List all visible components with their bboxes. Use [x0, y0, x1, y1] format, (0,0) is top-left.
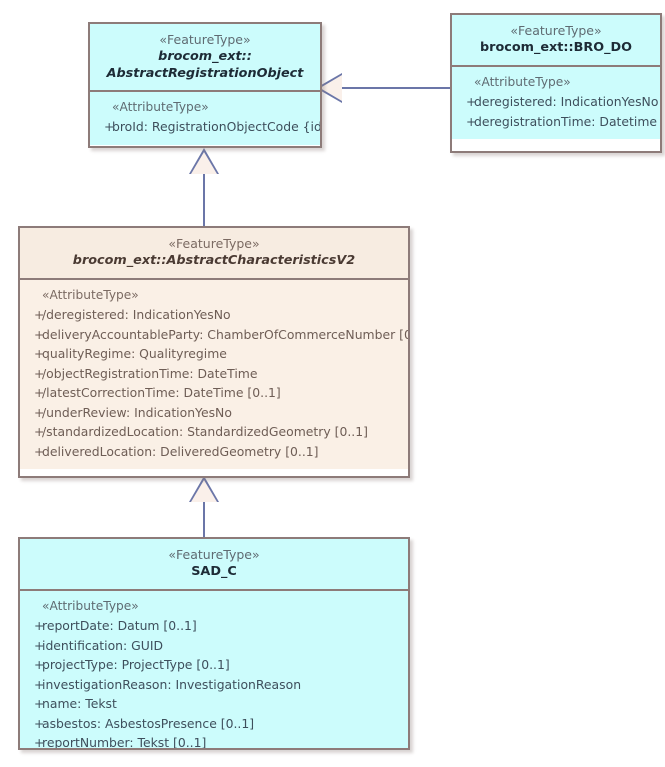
- attribute-row[interactable]: + /latestCorrectionTime: DateTime [0..1]: [20, 383, 408, 403]
- attribute-visibility: +: [34, 618, 45, 633]
- attribute-row[interactable]: + name: Tekst: [20, 694, 408, 714]
- attribute-signature: /underReview: IndicationYesNo: [42, 404, 232, 420]
- attribute-signature: identification: GUID: [42, 637, 164, 653]
- uml-class-sad-c[interactable]: «FeatureType» SAD_C «AttributeType» + re…: [18, 537, 410, 750]
- attribute-visibility: +: [466, 94, 477, 109]
- attribute-signature: qualityRegime: Qualityregime: [42, 346, 227, 361]
- attribute-visibility: +: [104, 119, 115, 134]
- attribute-visibility: +: [34, 385, 45, 400]
- class-name-line2: AbstractRegistrationObject: [106, 66, 304, 81]
- attribute-row[interactable]: + deregistrationTime: Datetime: [452, 112, 660, 132]
- attribute-signature: /latestCorrectionTime: DateTime [0..1]: [42, 385, 281, 400]
- attribute-visibility: +: [34, 404, 45, 420]
- attribute-visibility: +: [466, 113, 477, 129]
- attribute-signature: deliveryAccountableParty: ChamberOfComme…: [42, 326, 410, 342]
- attribute-visibility: +: [34, 443, 45, 459]
- attribute-row[interactable]: + deliveryAccountableParty: ChamberOfCom…: [20, 325, 408, 345]
- class-name-line1: brocom_ext::AbstractCharacteristicsV2: [72, 253, 356, 268]
- class-header-abstract-characteristics-v2: «FeatureType» brocom_ext::AbstractCharac…: [20, 228, 408, 280]
- attribute-signature: asbestos: AsbestosPresence [0..1]: [42, 715, 255, 731]
- class-header-abstract-registration-object: «FeatureType» brocom_ext:: AbstractRegis…: [90, 24, 320, 92]
- class-stereotype: «FeatureType»: [168, 236, 260, 251]
- attribute-visibility: +: [34, 657, 45, 672]
- attribute-signature: /standardizedLocation: StandardizedGeome…: [42, 424, 368, 439]
- attribute-visibility: +: [34, 365, 45, 381]
- attribute-visibility: +: [34, 307, 45, 322]
- attribute-compartment-stereotype: «AttributeType»: [112, 100, 209, 114]
- attribute-row[interactable]: + projectType: ProjectType [0..1]: [20, 655, 408, 675]
- class-name-line1: brocom_ext::BRO_DO: [479, 40, 633, 55]
- attribute-signature: deregistered: IndicationYesNo: [474, 94, 659, 109]
- generalization-arrowhead-acv2-to-aro: [189, 148, 219, 174]
- attribute-signature: projectType: ProjectType [0..1]: [42, 657, 230, 672]
- class-attributes-sad-c: «AttributeType» + reportDate: Datum [0..…: [20, 591, 408, 750]
- attribute-visibility: +: [34, 637, 45, 653]
- generalization-line-sadc-to-acv2[interactable]: [203, 478, 205, 540]
- attribute-row[interactable]: + /underReview: IndicationYesNo: [20, 403, 408, 423]
- class-header-sad-c: «FeatureType» SAD_C: [20, 539, 408, 591]
- attribute-signature: reportNumber: Tekst [0..1]: [42, 735, 207, 750]
- attribute-row[interactable]: + investigationReason: InvestigationReas…: [20, 675, 408, 695]
- class-header-bro-do: «FeatureType» brocom_ext::BRO_DO: [452, 15, 660, 67]
- uml-class-bro-do[interactable]: «FeatureType» brocom_ext::BRO_DO «Attrib…: [450, 13, 662, 153]
- attribute-compartment-stereotype: «AttributeType»: [42, 599, 139, 613]
- class-stereotype: «FeatureType»: [168, 547, 260, 562]
- class-name-line1: brocom_ext::: [158, 49, 252, 64]
- attribute-row[interactable]: + identification: GUID: [20, 636, 408, 656]
- uml-class-abstract-registration-object[interactable]: «FeatureType» brocom_ext:: AbstractRegis…: [88, 22, 322, 148]
- attribute-visibility: +: [34, 346, 45, 361]
- attribute-signature: deregistrationTime: Datetime: [474, 113, 658, 129]
- attribute-signature: reportDate: Datum [0..1]: [42, 618, 197, 633]
- class-name-line1: SAD_C: [191, 564, 237, 579]
- attribute-row[interactable]: + reportNumber: Tekst [0..1]: [20, 733, 408, 750]
- attribute-signature: deliveredLocation: DeliveredGeometry [0.…: [42, 443, 319, 459]
- attribute-visibility: +: [34, 696, 45, 711]
- attribute-compartment-stereotype: «AttributeType»: [42, 288, 139, 302]
- attribute-row[interactable]: + broId: RegistrationObjectCode {id}: [90, 117, 320, 137]
- attribute-row[interactable]: + /deregistered: IndicationYesNo: [20, 305, 408, 325]
- attribute-row[interactable]: + /standardizedLocation: StandardizedGeo…: [20, 422, 408, 442]
- class-stereotype: «FeatureType»: [159, 32, 251, 47]
- attribute-visibility: +: [34, 676, 45, 692]
- class-stereotype: «FeatureType»: [510, 23, 602, 38]
- class-attributes-abstract-characteristics-v2: «AttributeType» + /deregistered: Indicat…: [20, 280, 408, 469]
- generalization-line-brodo-to-aro[interactable]: [330, 87, 452, 89]
- generalization-line-acv2-to-aro[interactable]: [203, 150, 205, 232]
- attribute-row[interactable]: + deregistered: IndicationYesNo: [452, 92, 660, 112]
- class-attributes-bro-do: «AttributeType» + deregistered: Indicati…: [452, 67, 660, 139]
- attribute-compartment-stereotype: «AttributeType»: [474, 75, 571, 89]
- attribute-visibility: +: [34, 326, 45, 342]
- attribute-visibility: +: [34, 424, 45, 439]
- attribute-row[interactable]: + reportDate: Datum [0..1]: [20, 616, 408, 636]
- attribute-signature: broId: RegistrationObjectCode {id}: [112, 119, 322, 134]
- uml-class-abstract-characteristics-v2[interactable]: «FeatureType» brocom_ext::AbstractCharac…: [18, 226, 410, 478]
- attribute-row[interactable]: + deliveredLocation: DeliveredGeometry […: [20, 442, 408, 462]
- class-attributes-abstract-registration-object: «AttributeType» + broId: RegistrationObj…: [90, 92, 320, 145]
- attribute-row[interactable]: + asbestos: AsbestosPresence [0..1]: [20, 714, 408, 734]
- attribute-signature: name: Tekst: [42, 696, 117, 711]
- generalization-arrowhead-sadc-to-acv2: [189, 476, 219, 502]
- attribute-row[interactable]: + /objectRegistrationTime: DateTime: [20, 364, 408, 384]
- attribute-visibility: +: [34, 715, 45, 731]
- attribute-signature: investigationReason: InvestigationReason: [42, 676, 302, 692]
- attribute-visibility: +: [34, 735, 45, 750]
- attribute-row[interactable]: + qualityRegime: Qualityregime: [20, 344, 408, 364]
- attribute-signature: /objectRegistrationTime: DateTime: [42, 365, 258, 381]
- attribute-signature: /deregistered: IndicationYesNo: [42, 307, 231, 322]
